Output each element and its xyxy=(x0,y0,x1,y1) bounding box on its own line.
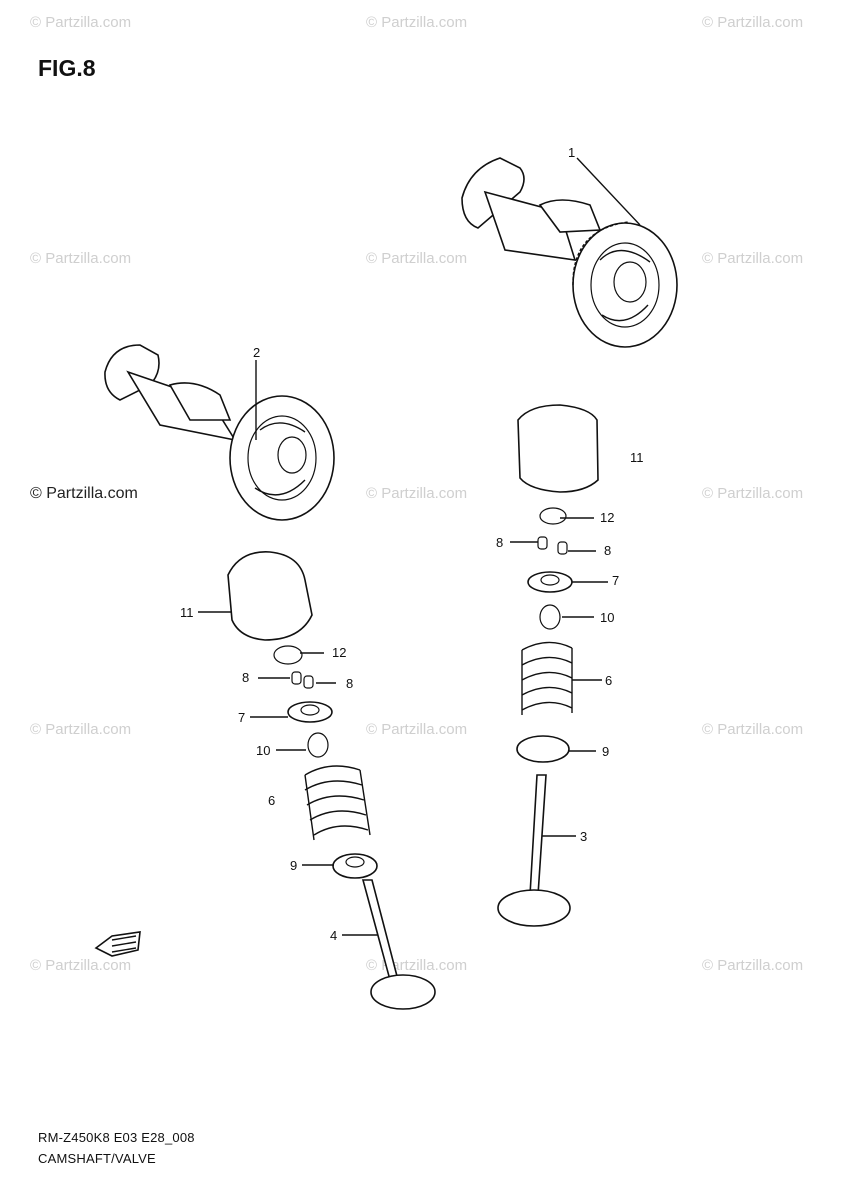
watermark: © Partzilla.com xyxy=(702,250,804,267)
watermark: © Partzilla.com xyxy=(30,250,132,267)
fwd-arrow-icon xyxy=(94,931,141,957)
callout-2: 2 xyxy=(253,345,261,360)
watermark: © Partzilla.com xyxy=(366,721,468,738)
callout-9: 9 xyxy=(290,858,298,873)
watermark: © Partzilla.com xyxy=(30,721,132,738)
callout-7: 7 xyxy=(612,573,620,588)
callout-8: 8 xyxy=(604,543,612,558)
watermark: © Partzilla.com xyxy=(366,14,468,31)
diagram-code: RM-Z450K8 E03 E28_008 xyxy=(38,1130,195,1145)
callout-12: 12 xyxy=(600,510,615,525)
watermark: © Partzilla.com xyxy=(702,957,804,974)
watermark: © Partzilla.com xyxy=(30,485,138,502)
callout-6: 6 xyxy=(268,793,276,808)
right-valve-assembly-drawing xyxy=(497,404,608,927)
callout-7: 7 xyxy=(238,710,246,725)
diagram-caption: CAMSHAFT/VALVE xyxy=(38,1151,156,1166)
watermark: © Partzilla.com xyxy=(702,721,804,738)
intake-camshaft-drawing xyxy=(104,344,335,521)
watermark: © Partzilla.com xyxy=(366,485,468,502)
callout-10: 10 xyxy=(600,610,615,625)
callout-9: 9 xyxy=(602,744,610,759)
callout-8: 8 xyxy=(346,676,354,691)
callout-10: 10 xyxy=(256,743,271,758)
watermark: © Partzilla.com xyxy=(366,250,468,267)
left-valve-assembly-drawing xyxy=(198,551,436,1010)
callout-8: 8 xyxy=(496,535,504,550)
exhaust-camshaft-drawing xyxy=(461,157,678,348)
watermark: © Partzilla.com xyxy=(702,14,804,31)
watermark: © Partzilla.com xyxy=(30,957,132,974)
callout-6: 6 xyxy=(605,673,613,688)
figure-title: FIG.8 xyxy=(38,55,96,81)
callout-11: 11 xyxy=(630,450,644,465)
watermark: © Partzilla.com xyxy=(30,14,132,31)
callout-4: 4 xyxy=(330,928,338,943)
callout-12: 12 xyxy=(332,645,347,660)
callout-1: 1 xyxy=(568,145,576,160)
callout-3: 3 xyxy=(580,829,588,844)
callout-11: 11 xyxy=(180,605,194,620)
watermark: © Partzilla.com xyxy=(702,485,804,502)
callout-8: 8 xyxy=(242,670,250,685)
